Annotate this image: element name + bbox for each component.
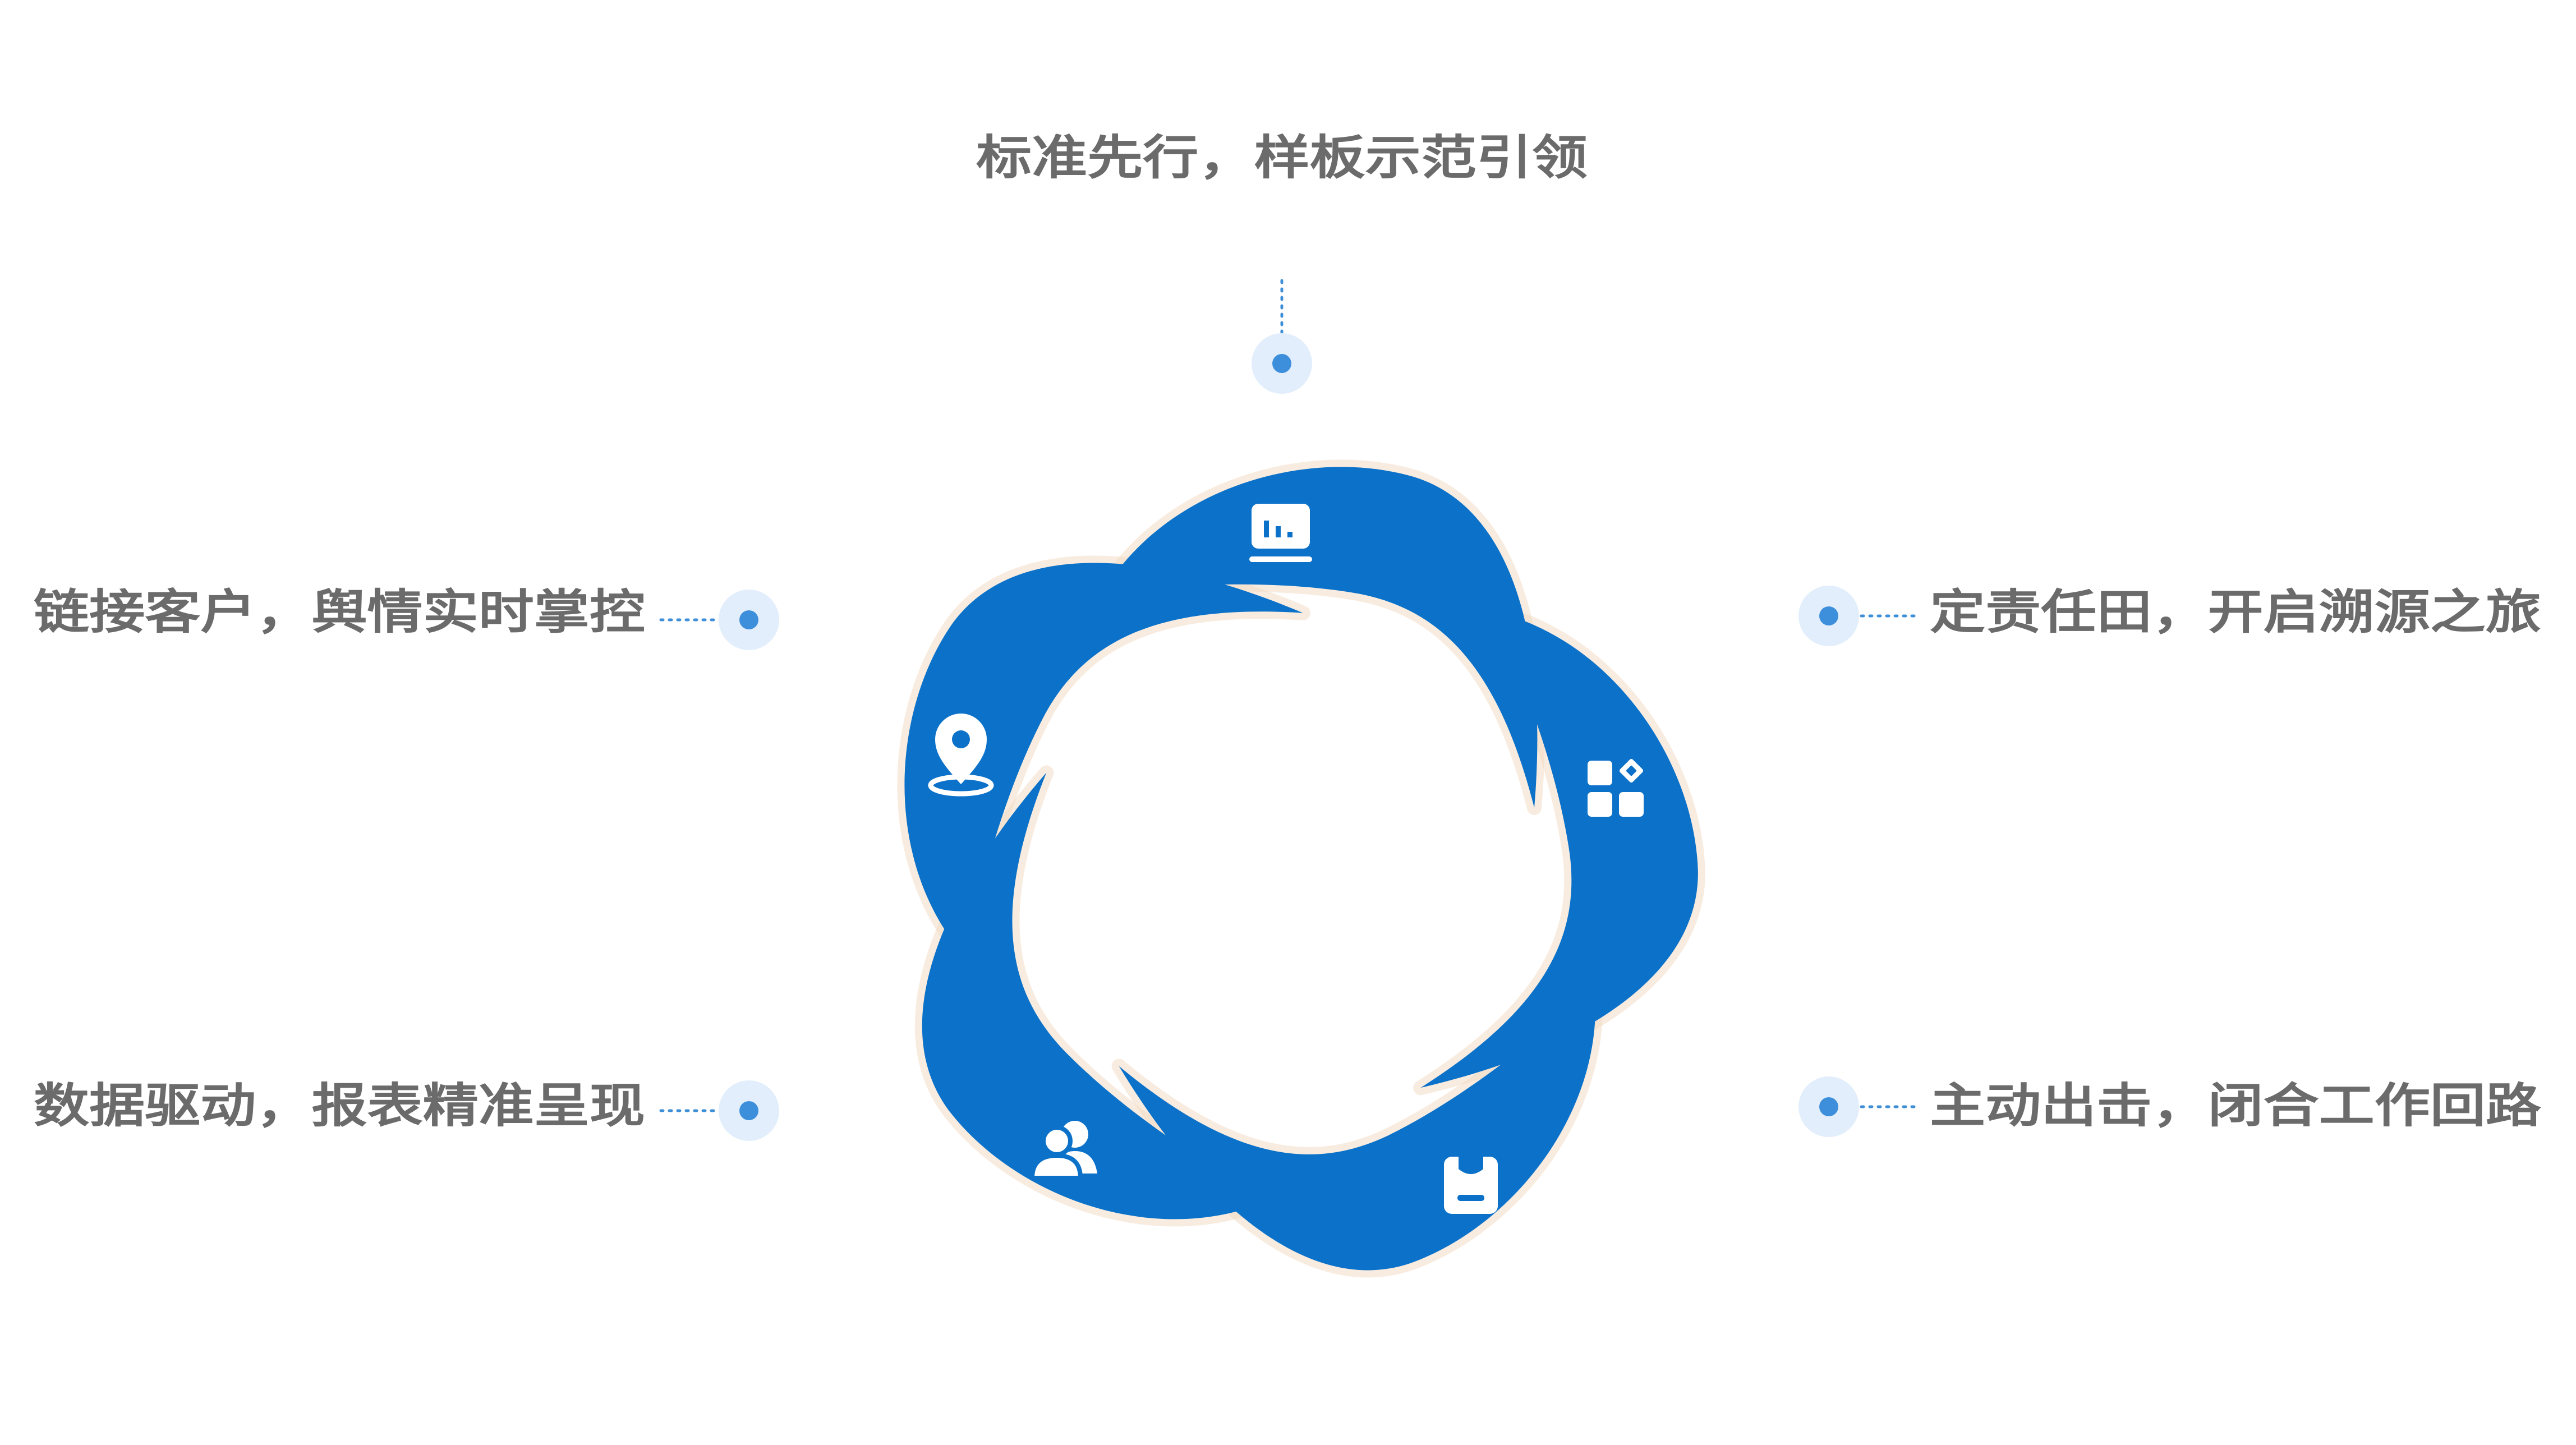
- users-group-icon: [1029, 1121, 1097, 1180]
- label-standard: 标准先行，样板示范引领: [976, 130, 1588, 185]
- dashboard-monitor-icon: [1249, 504, 1312, 562]
- connector-left-upper: [659, 590, 779, 650]
- label-data: 数据驱动，报表精准呈现: [34, 1078, 645, 1133]
- petal-responsibility: [1287, 572, 1746, 1091]
- label-responsibility: 定责任田，开启溯源之旅: [1930, 585, 2541, 639]
- app-grid-icon: [1588, 759, 1644, 817]
- label-customer: 链接客户，舆情实时掌控: [34, 585, 645, 639]
- connector-right-lower: [1798, 1076, 1920, 1137]
- label-proactive: 主动出击，闭合工作回路: [1930, 1078, 2542, 1133]
- clipboard-badge-icon: [1444, 1157, 1498, 1214]
- connector-left-lower: [659, 1080, 779, 1141]
- connector-right-upper: [1798, 586, 1920, 646]
- connector-top: [1252, 279, 1312, 394]
- location-pin-icon: [928, 714, 994, 797]
- pinwheel: [844, 467, 1746, 1343]
